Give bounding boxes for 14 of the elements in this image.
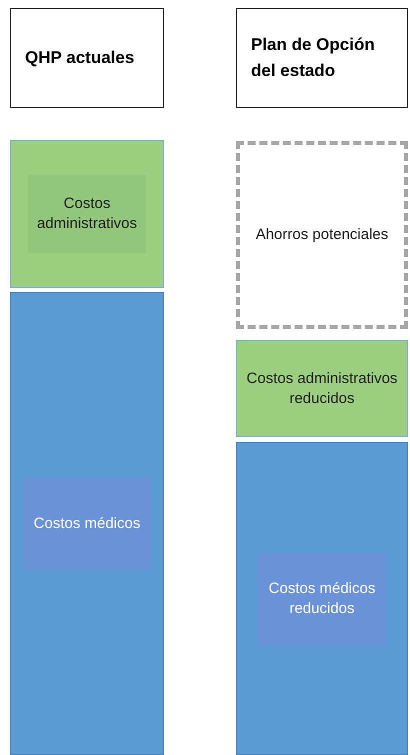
cost-block (236, 442, 408, 755)
block-label: Costos médicos (23, 478, 151, 570)
block-label: Ahorros potenciales (254, 225, 390, 245)
header-text: QHP actuales (25, 47, 134, 69)
cost-block (236, 340, 408, 437)
block-label: Costos administrativos (28, 175, 146, 253)
block-label: Costos médicos reducidos (258, 552, 386, 644)
savings-block (236, 141, 408, 329)
header-text: Plan de Opción del estado (251, 34, 376, 82)
block-label: Costos administrativos reducidos (246, 368, 398, 408)
column-header (236, 8, 408, 108)
column-header (10, 8, 164, 108)
cost-block (10, 140, 164, 288)
cost-block (10, 292, 164, 755)
